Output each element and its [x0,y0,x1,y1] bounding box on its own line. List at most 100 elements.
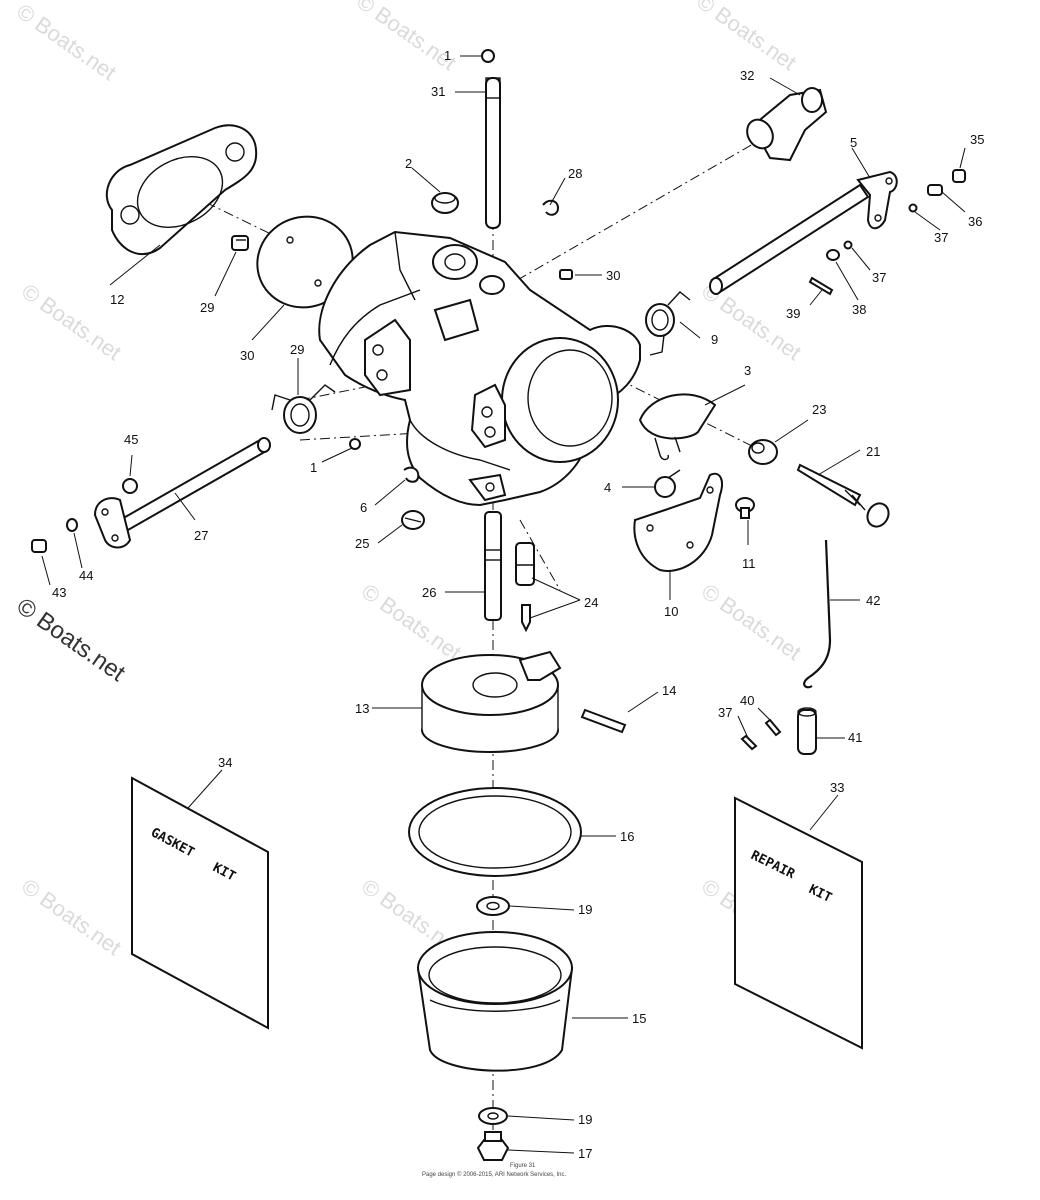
plug-part-1-top [481,49,495,63]
shaft-part-25 [93,437,271,549]
spring-part-4 [654,469,681,498]
callout-12: 12 [110,292,124,307]
watermark: © Boats.net [697,579,806,666]
plate-part-28 [256,215,354,309]
callout-33: 33 [830,780,844,795]
needle-screw-part-19 [796,463,890,528]
callout-39: 39 [786,306,800,321]
washer-part-18-upper [476,896,510,916]
callout-19: 21 [866,444,880,459]
gasket-flange-part-12 [105,124,258,255]
screw-part-36 [927,184,943,196]
clip-part-26 [542,199,560,216]
watermark: © Boats.net [12,0,121,85]
cap-part-2 [431,192,459,214]
pin-part-14 [580,708,627,734]
callout-37: 37 [872,270,886,285]
callout-5: 5 [850,135,857,150]
callout-37: 37 [934,230,948,245]
gasket-ring-part-16 [408,787,582,877]
footer-copyright: Page design © 2006-2015, ARI Network Ser… [422,1171,566,1178]
link-rod-part-42 [803,539,832,689]
washer-part-44 [66,518,78,532]
callout-31: 31 [431,84,445,99]
callout-34: 34 [218,755,232,770]
callout-30: 30 [606,268,620,283]
callout-35: 35 [970,132,984,147]
callout-26: 28 [568,166,582,181]
float-bowl-part-15 [416,931,574,1072]
callout-18: 19 [578,1112,592,1127]
watermark-prominent: © Boats.net [12,593,131,687]
washer-part-37-a [908,203,918,213]
callout-28: 30 [240,348,254,363]
callout-21: 24 [584,595,598,610]
tube-part-31 [485,77,501,229]
lever-plate-part-10 [633,472,723,572]
callout-45: 45 [124,432,138,447]
screw-part-29 [231,235,249,251]
callout-43: 43 [52,585,66,600]
pin-part-39 [808,276,834,296]
callout-17: 17 [578,1146,592,1161]
callout-25: 27 [194,528,208,543]
callout-29: 29 [200,300,214,315]
pin-part-40 [764,718,782,737]
callout-4: 4 [604,480,611,495]
screw-part-30 [559,269,573,280]
needle-seat-part-21 [515,542,535,633]
float-part-13 [421,650,562,753]
callout-labels: 1 31 32 2 28 5 35 36 37 37 38 39 12 29 3… [52,48,984,1161]
plug-part-1-mid [349,438,361,450]
callout-32: 32 [740,68,754,83]
watermark: © Boats.net [17,874,126,961]
shaft-part-5 [709,170,898,295]
callout-24: 26 [422,585,436,600]
bushing-part-20 [748,439,778,465]
callout-1: 1 [444,48,451,63]
callout-20: 23 [812,402,826,417]
callout-42: 42 [866,593,880,608]
callout-11: 11 [742,556,756,571]
carburetor-body [318,230,641,507]
watermark: © Boats.net [352,0,461,75]
callout-44: 44 [79,568,93,583]
callout-3: 3 [744,363,751,378]
callout-18: 19 [578,902,592,917]
callout-36: 36 [968,214,982,229]
watermark: © Boats.net [692,0,801,75]
elbow-fitting-part-32 [746,87,828,162]
washer-part-37-c [740,734,758,751]
callout-9: 9 [711,332,718,347]
washer-part-38 [826,249,840,261]
choke-plate-part-3 [638,393,717,461]
callout-23: 25 [355,536,369,551]
sleeve-part-41 [797,707,817,755]
gasket-kit-card-part-34: GASKET KIT [131,776,269,1030]
callout-27: 29 [290,342,304,357]
callout-40: 40 [740,693,754,708]
screw-part-35 [952,169,966,183]
repair-kit-card-part-33: REPAIR KIT [734,796,863,1050]
callout-13: 13 [355,701,369,716]
spring-part-9 [645,291,691,356]
callout-6: 6 [360,500,367,515]
washer-part-18-lower [478,1107,508,1125]
callout-10: 10 [664,604,678,619]
callout-16: 16 [620,829,634,844]
leader-lines [41,55,966,1154]
callout-15: 15 [632,1011,646,1026]
clip-part-6 [403,466,420,483]
nut-part-45 [122,478,138,494]
footer-figure: Figure 31 [510,1163,536,1169]
screw-part-43 [31,539,47,553]
washer-part-37-b [843,240,853,250]
callout-2: 2 [405,156,412,171]
drain-plug-part-17 [476,1131,510,1161]
callout-1: 1 [310,460,317,475]
screw-part-23 [401,510,425,530]
callout-37: 37 [718,705,732,720]
spring-part-27 [271,384,336,434]
callout-14: 14 [662,683,676,698]
